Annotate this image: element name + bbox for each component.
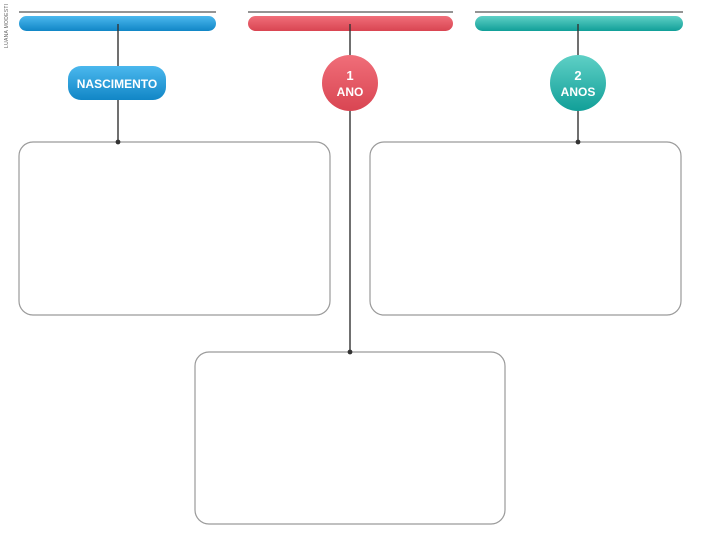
milestone-circle-red: [322, 55, 378, 111]
milestone-unit-anos: ANOS: [561, 85, 596, 99]
milestone-pill-blue: [68, 66, 166, 100]
color-bar-red: [248, 16, 453, 31]
connector-dot-3: [575, 139, 581, 145]
content-box-2-anos[interactable]: [369, 141, 682, 316]
color-bar-blue: [19, 16, 216, 31]
milestone-number-1: 1: [346, 68, 353, 83]
milestone-number-2: 2: [574, 68, 581, 83]
milestone-circle-teal: [550, 55, 606, 111]
milestone-2-anos: 2 ANOS: [550, 55, 606, 111]
connector-dot-1: [115, 139, 121, 145]
milestone-1-ano: 1 ANO: [322, 55, 378, 111]
connector-dot-2: [347, 349, 353, 355]
content-box-1-ano[interactable]: [194, 351, 506, 525]
content-box-nascimento[interactable]: [18, 141, 331, 316]
color-bar-teal: [475, 16, 683, 31]
milestone-unit-ano: ANO: [337, 85, 364, 99]
milestone-label-nascimento: NASCIMENTO: [77, 77, 157, 91]
milestone-nascimento: NASCIMENTO: [68, 66, 166, 100]
